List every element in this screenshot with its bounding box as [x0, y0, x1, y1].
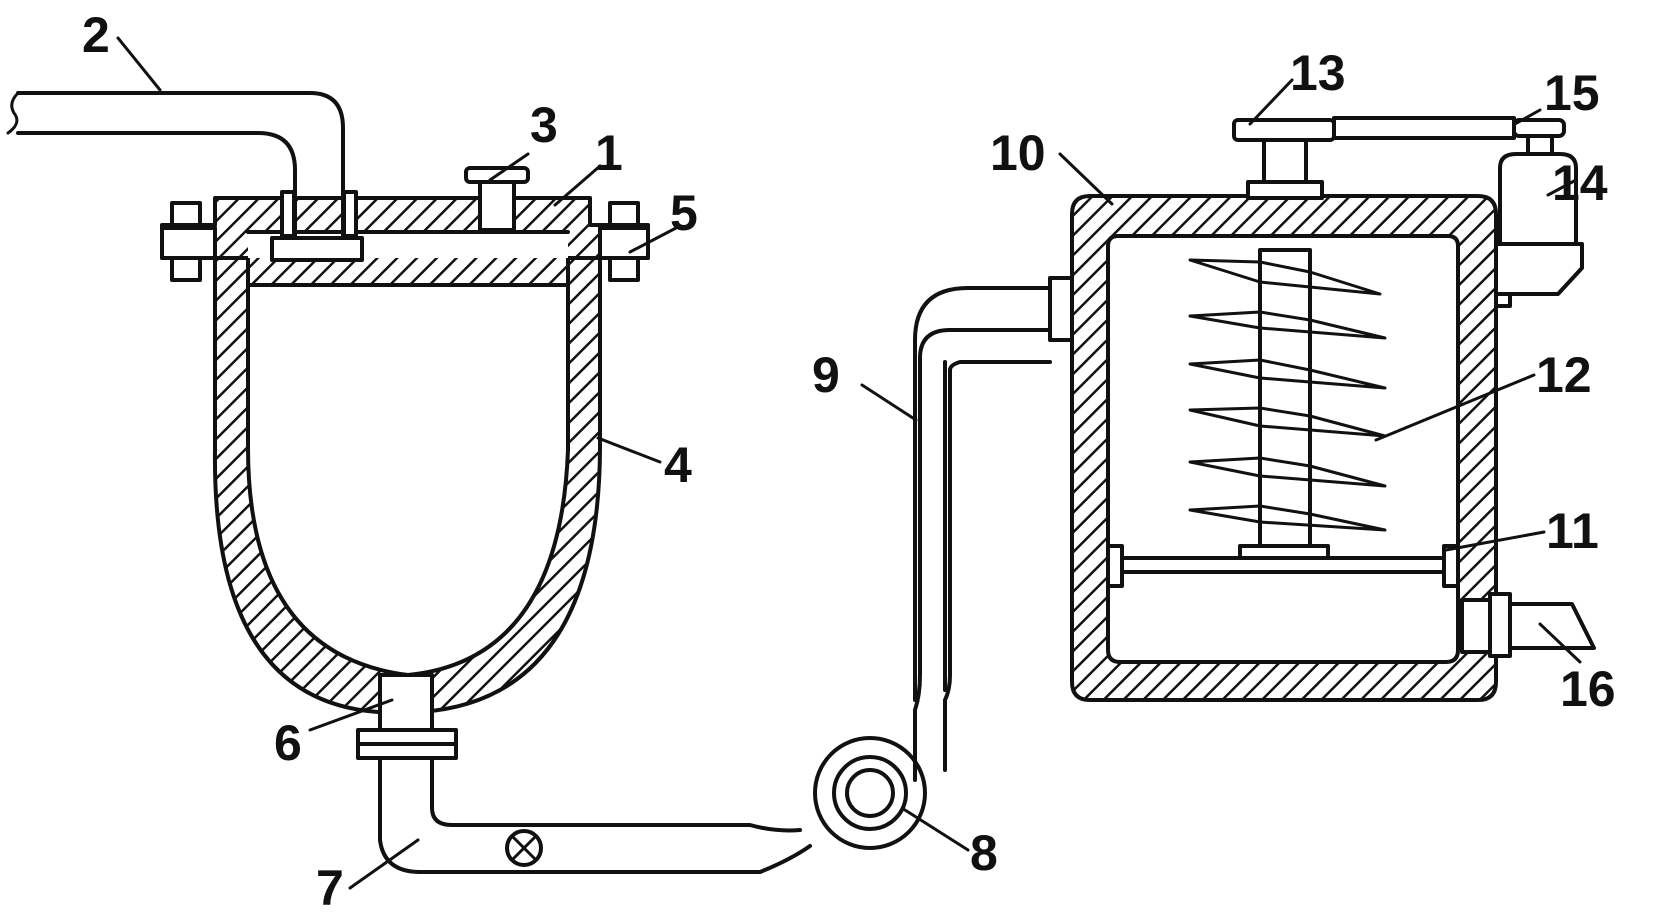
- label-2: 2: [82, 7, 110, 63]
- filter-plate: [1106, 544, 1460, 588]
- label-11: 11: [1546, 503, 1599, 559]
- mixing-box: [1070, 138, 1596, 702]
- motor: [1498, 152, 1578, 246]
- drive-pulley: [1512, 118, 1566, 138]
- pipe-valve: [505, 829, 543, 867]
- inlet-pipe: [6, 91, 364, 262]
- label-3: 3: [530, 97, 558, 153]
- label-1: 1: [595, 125, 623, 181]
- label-16: 16: [1560, 661, 1616, 717]
- motor-bracket: [1494, 242, 1584, 296]
- label-5: 5: [670, 185, 698, 241]
- leader-lines: [116, 36, 1582, 890]
- label-10: 10: [990, 125, 1046, 181]
- riser-pipe: [913, 276, 1074, 782]
- box-shell: [1070, 194, 1498, 702]
- label-6: 6: [274, 715, 302, 771]
- tank-shell: [212, 256, 602, 714]
- mixing-shaft: [1258, 248, 1312, 552]
- label-7: 7: [316, 860, 344, 913]
- flange-bolt-left: [160, 201, 217, 282]
- part-labels: 2 3 1 5 4 6 7 8 9 10 12 11 13 15 14 16: [82, 7, 1616, 913]
- label-9: 9: [812, 347, 840, 403]
- label-8: 8: [970, 825, 998, 881]
- drive-belt: [1332, 116, 1516, 140]
- label-14: 14: [1552, 155, 1608, 211]
- auger-blades: [1188, 258, 1387, 532]
- drive-assembly: [1232, 116, 1584, 308]
- outlet-pipe: [356, 673, 812, 874]
- pump: [813, 736, 927, 850]
- label-4: 4: [664, 437, 692, 493]
- label-15: 15: [1544, 65, 1600, 121]
- box-outlet: [1460, 592, 1596, 658]
- label-12: 12: [1536, 347, 1592, 403]
- tank-assembly: [160, 166, 650, 714]
- label-13: 13: [1290, 45, 1346, 101]
- flange-bolt-right: [598, 201, 650, 282]
